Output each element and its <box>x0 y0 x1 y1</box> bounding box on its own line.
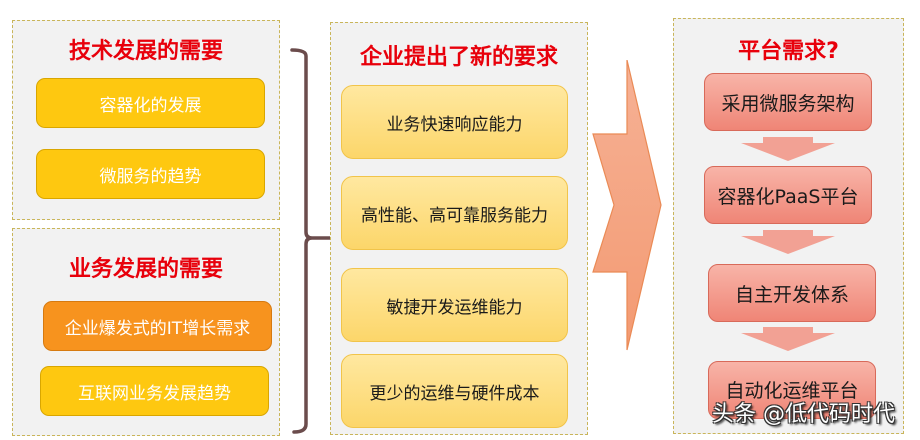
business-item-internet-trend: 互联网业务发展趋势 <box>40 366 269 416</box>
step-self-development: 自主开发体系 <box>708 264 876 322</box>
business-item-label: 互联网业务发展趋势 <box>78 383 231 404</box>
tech-item-containerization: 容器化的发展 <box>36 78 265 128</box>
step-label: 自动化运维平台 <box>725 380 859 402</box>
requirement-high-performance: 高性能、高可靠服务能力 <box>341 176 568 250</box>
platform-panel-title: 平台需求? <box>738 39 839 64</box>
step-microservice-architecture: 采用微服务架构 <box>704 73 872 131</box>
requirement-label: 高性能、高可靠服务能力 <box>361 205 548 226</box>
tech-development-panel: 技术发展的需要 容器化的发展 微服务的趋势 <box>12 20 280 220</box>
requirement-label: 业务快速响应能力 <box>386 114 523 135</box>
step-container-paas: 容器化PaaS平台 <box>704 166 872 224</box>
requirement-fast-response: 业务快速响应能力 <box>341 85 568 159</box>
curly-brace-icon <box>290 48 338 434</box>
step-label: 采用微服务架构 <box>721 92 855 115</box>
tech-item-label: 微服务的趋势 <box>99 166 202 187</box>
step-automated-ops: 自动化运维平台 <box>708 361 876 419</box>
requirement-label: 更少的运维与硬件成本 <box>369 383 540 404</box>
requirement-label: 敏捷开发运维能力 <box>386 297 523 318</box>
business-development-panel: 业务发展的需要 企业爆发式的IT增长需求 互联网业务发展趋势 <box>12 228 280 436</box>
down-arrow-icon <box>741 137 835 161</box>
business-item-label: 企业爆发式的IT增长需求 <box>64 318 251 339</box>
step-label: 容器化PaaS平台 <box>717 185 859 208</box>
requirement-agile-devops: 敏捷开发运维能力 <box>341 268 568 342</box>
tech-item-label: 容器化的发展 <box>99 95 202 116</box>
enterprise-panel-title: 企业提出了新的要求 <box>359 45 558 70</box>
business-panel-title: 业务发展的需要 <box>68 257 223 282</box>
tech-panel-title: 技术发展的需要 <box>68 39 223 64</box>
platform-requirements-panel: 平台需求? 采用微服务架构 容器化PaaS平台 自主开发体系 自动化运维平台 <box>673 18 904 434</box>
chevron-arrow-icon <box>592 60 662 351</box>
watermark: 头条 @低代码时代 <box>712 402 895 427</box>
tech-item-microservices: 微服务的趋势 <box>36 149 265 199</box>
requirement-lower-cost: 更少的运维与硬件成本 <box>341 354 568 428</box>
business-item-it-growth: 企业爆发式的IT增长需求 <box>43 301 272 351</box>
down-arrow-icon <box>741 230 835 254</box>
enterprise-requirements-panel: 企业提出了新的要求 业务快速响应能力 高性能、高可靠服务能力 敏捷开发运维能力 … <box>330 22 588 435</box>
down-arrow-icon <box>741 327 835 351</box>
step-label: 自主开发体系 <box>734 283 849 306</box>
